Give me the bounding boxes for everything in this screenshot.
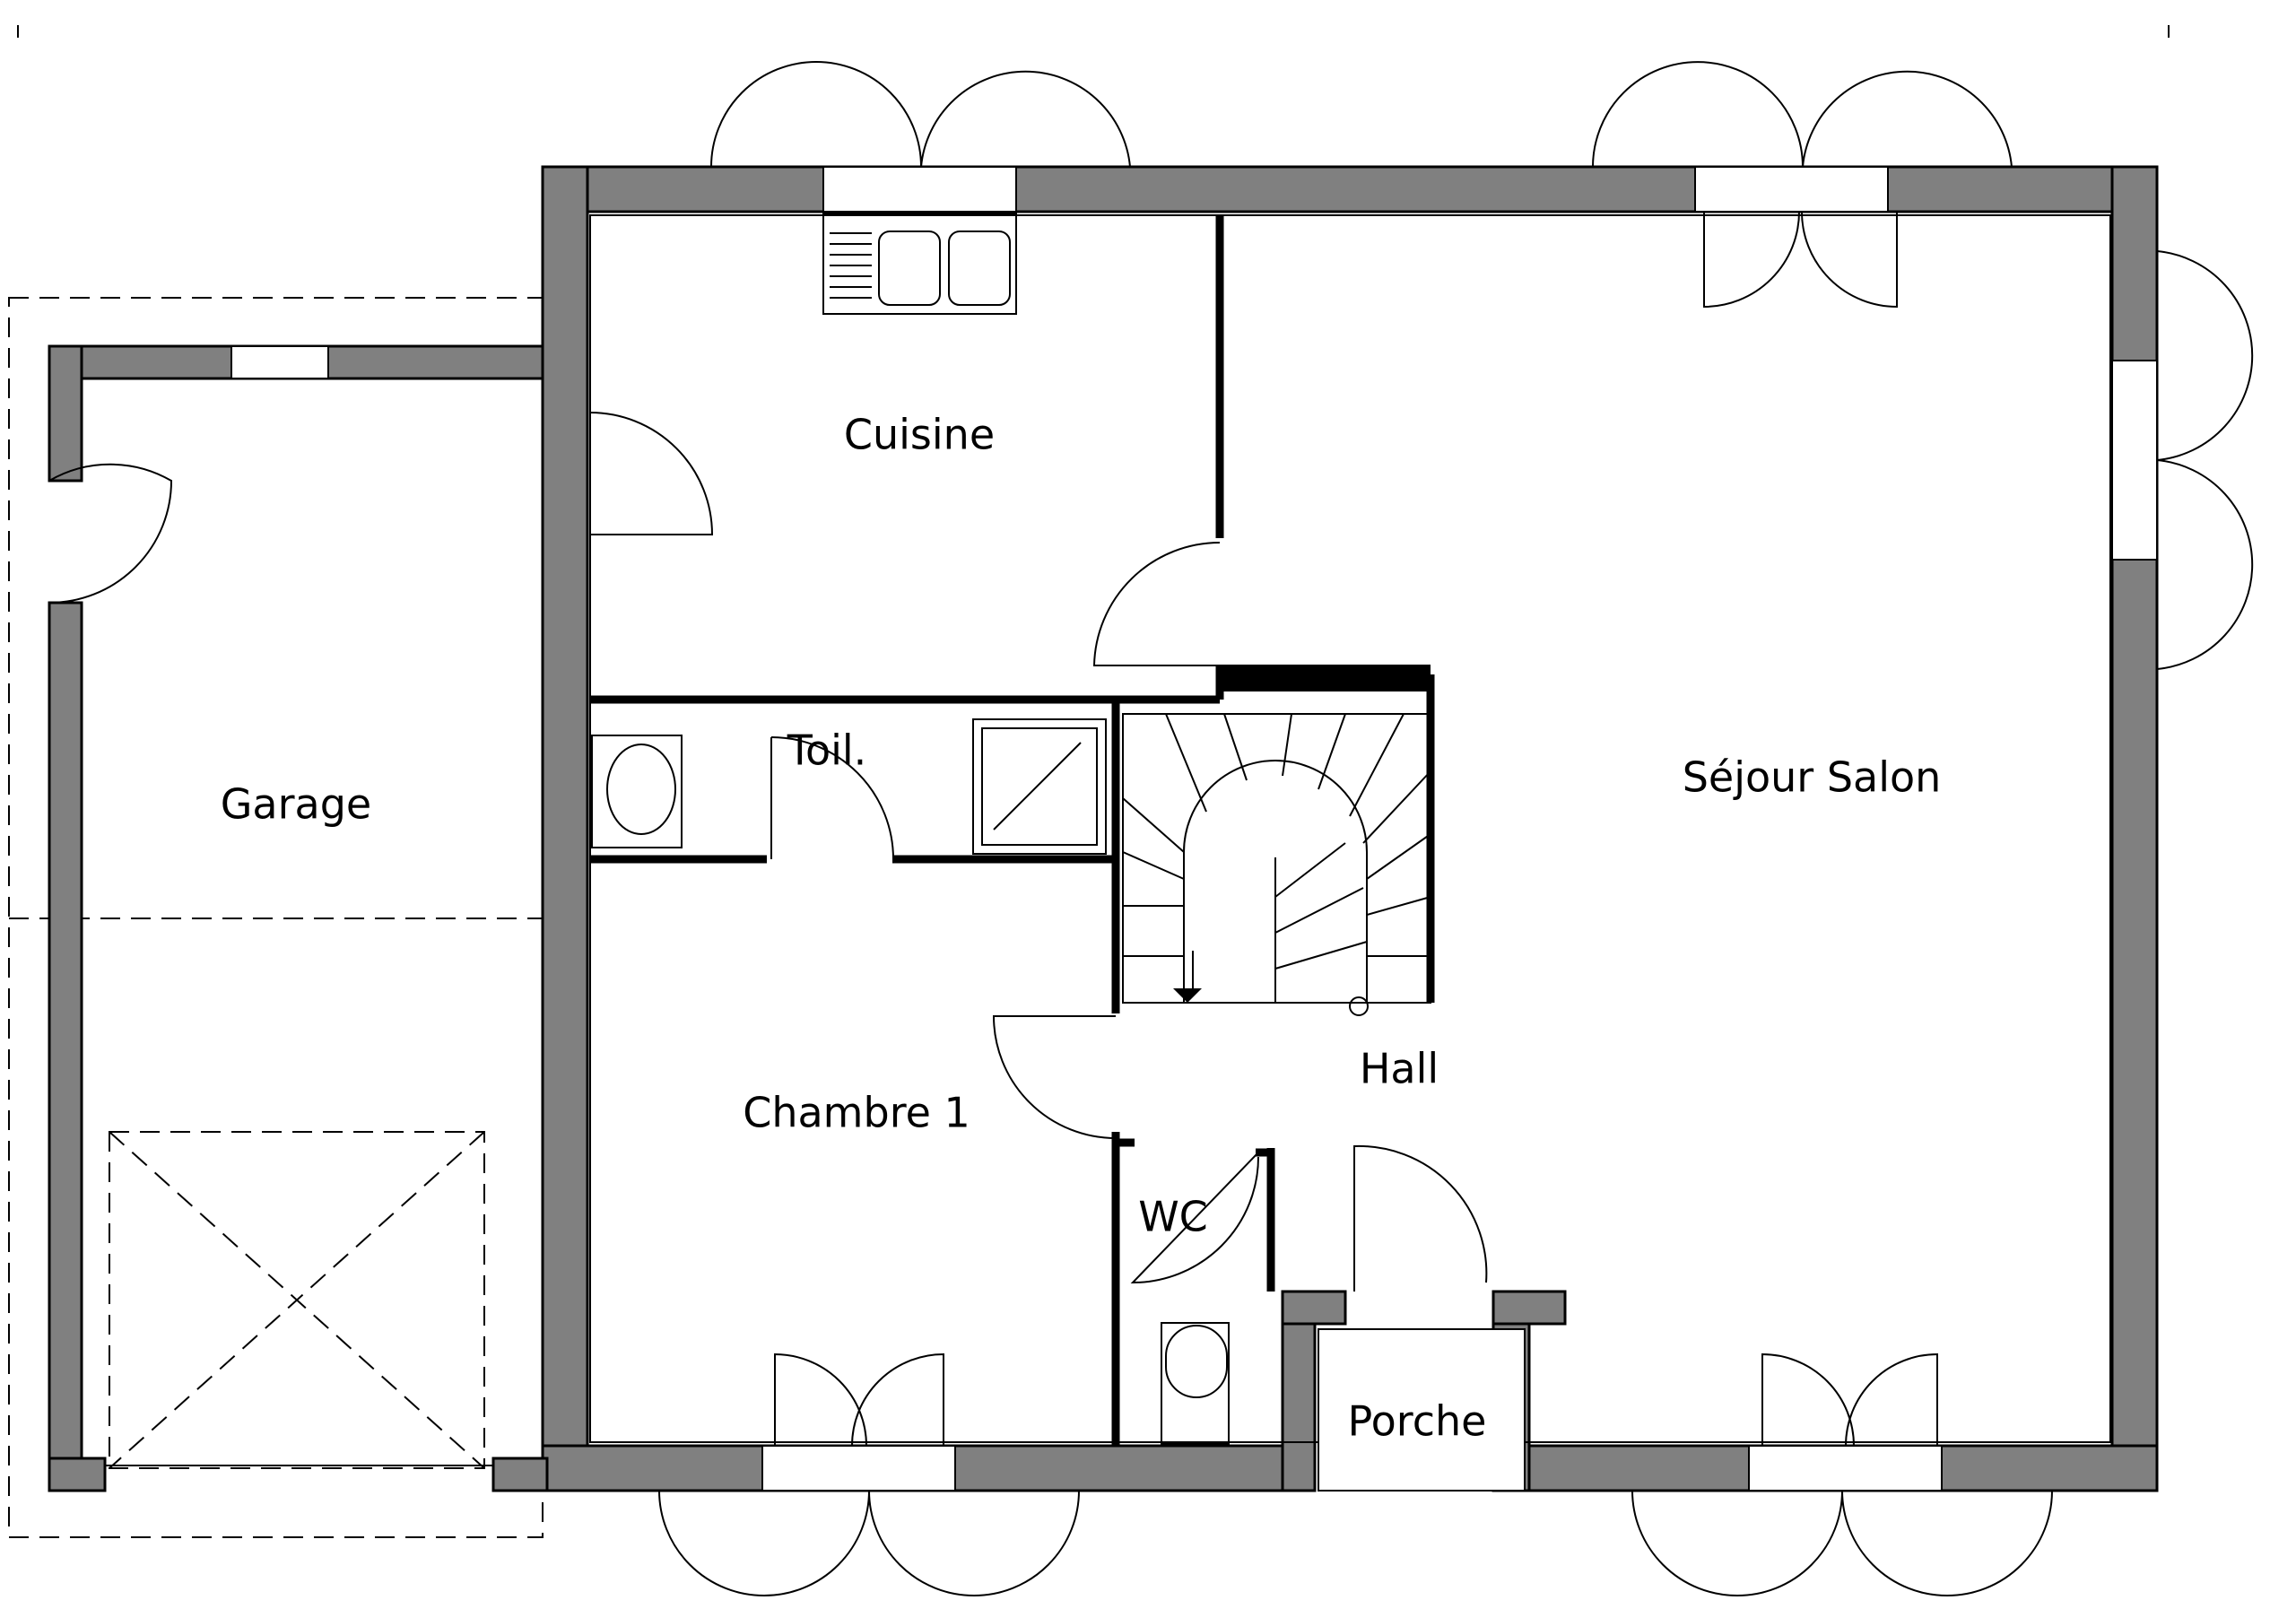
room-label-toilettes: Toil.: [787, 726, 867, 775]
washbasin: [591, 735, 683, 848]
shower: [972, 718, 1107, 855]
stair-start-marker: [1349, 996, 1369, 1016]
room-label-hall: Hall: [1360, 1045, 1439, 1093]
kitchen-sink: [822, 213, 1017, 315]
room-label-sejour-salon: Séjour Salon: [1683, 753, 1942, 802]
garage-dashed-outline: [8, 297, 544, 1538]
interior-partitions: [590, 215, 1435, 1446]
room-label-chambre-1: Chambre 1: [743, 1089, 970, 1137]
room-label-porche: Porche: [1348, 1397, 1487, 1446]
house-walls: [541, 165, 2159, 1492]
stair-arrow-icon: [1173, 988, 1202, 1003]
room-label-wc: WC: [1138, 1193, 1208, 1241]
window-swing-arcs: [658, 61, 2254, 1596]
windows: [230, 166, 2158, 1492]
toilet: [1161, 1322, 1230, 1445]
room-label-garage: Garage: [221, 780, 371, 829]
staircase: [1122, 713, 1431, 1016]
door-swings: [48, 412, 1488, 1292]
room-label-cuisine: Cuisine: [844, 411, 995, 459]
garage-walls: [48, 344, 549, 1492]
